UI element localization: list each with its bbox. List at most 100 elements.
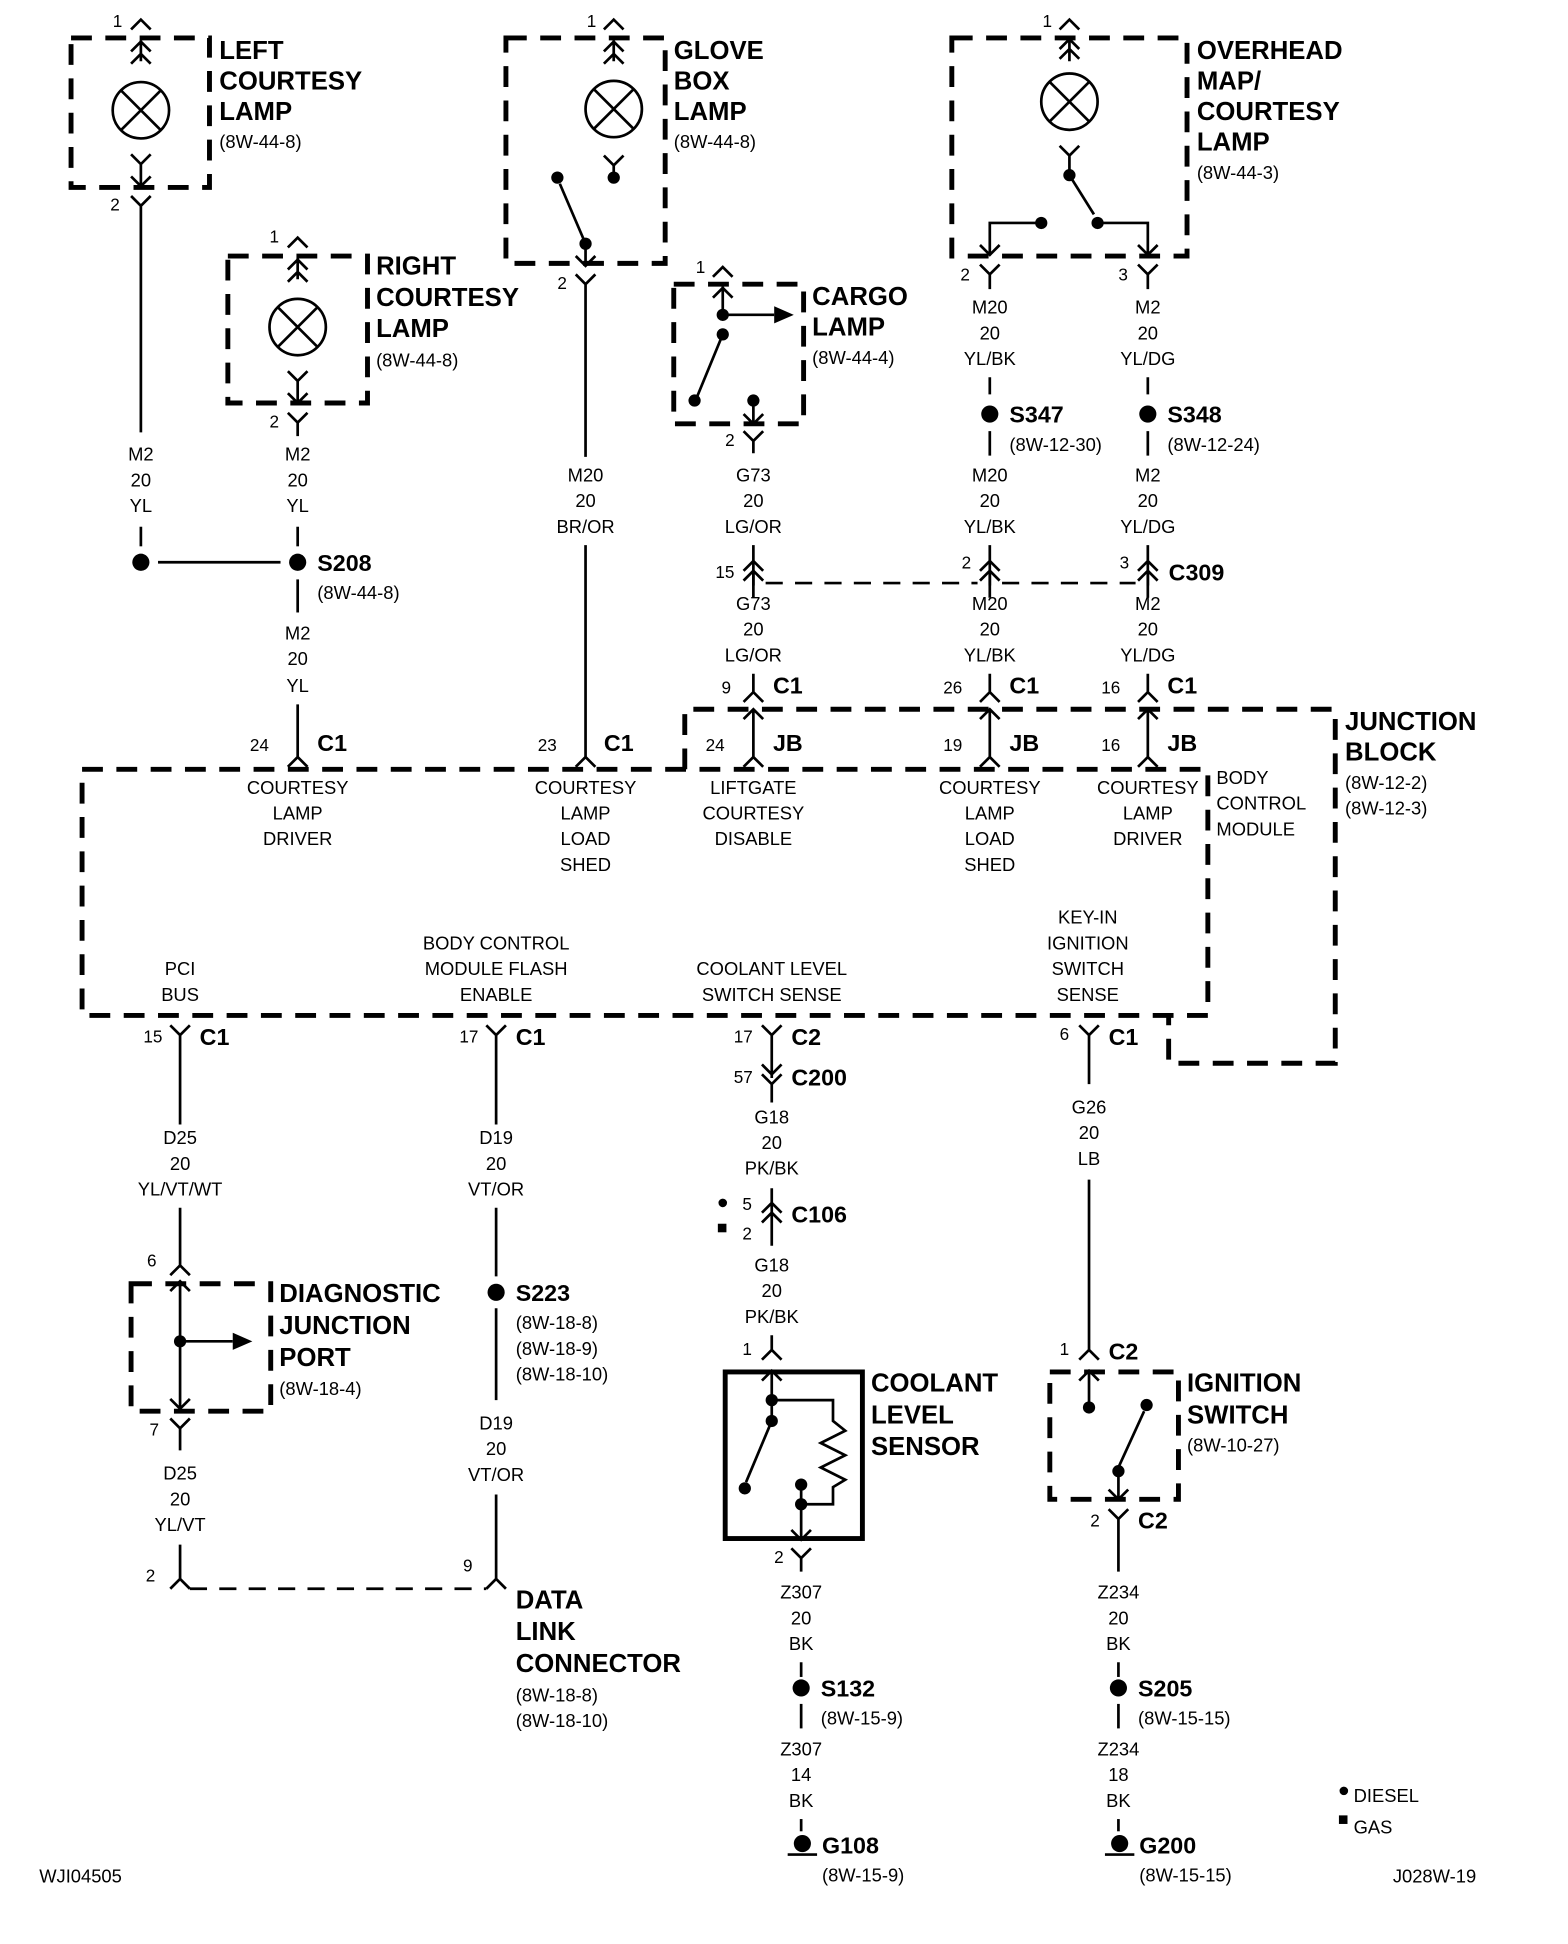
wire-label-coolant-ground: Z307 20 BK — [780, 1582, 822, 1654]
svg-text:Z307: Z307 — [780, 1738, 822, 1759]
wire — [574, 545, 597, 768]
function-key-in-sense: KEY-IN IGNITION SWITCH SENSE — [1047, 907, 1129, 1005]
function-courtesy-lamp-driver-jb: COURTESY LAMP DRIVER — [1097, 777, 1199, 849]
diesel-dot-icon — [1339, 1786, 1349, 1796]
diagnostic-port-box — [128, 1281, 274, 1414]
svg-text:20: 20 — [170, 1488, 190, 1509]
component-title: LAMP — [674, 98, 747, 126]
svg-text:20: 20 — [743, 490, 763, 511]
svg-text:ENABLE: ENABLE — [460, 984, 532, 1005]
connector-pin-icon — [711, 265, 734, 315]
ground-g108[interactable]: G108 (8W-15-9) — [787, 1832, 905, 1886]
wire-label-ignition-ground: Z234 20 BK — [1097, 1582, 1139, 1654]
pin-label: 2 — [110, 195, 120, 215]
svg-text:M20: M20 — [568, 464, 604, 485]
wire-label-flash-enable: D19 20 VT/OR — [468, 1127, 524, 1199]
svg-text:20: 20 — [980, 619, 1000, 640]
splice-dot-icon — [289, 553, 307, 571]
svg-text:LOAD: LOAD — [965, 828, 1015, 849]
left-courtesy-lamp[interactable]: 1 2 LEFT COURTESY LAMP (8W-44-8) — [68, 11, 362, 433]
svg-text:20: 20 — [1108, 1607, 1128, 1628]
svg-text:PK/BK: PK/BK — [745, 1306, 800, 1327]
splice-dot-icon — [792, 1679, 810, 1697]
page-reference: (8W-44-8) — [674, 131, 756, 152]
wire-label-djp-dlc: D25 20 YL/VT — [155, 1463, 206, 1535]
ignition-switch-box — [1047, 1369, 1181, 1502]
splice-s132[interactable]: S132 (8W-15-9) — [792, 1676, 903, 1729]
svg-text:YL/BK: YL/BK — [964, 644, 1017, 665]
pin-label: 1 — [113, 11, 123, 31]
splice-s223[interactable]: S223 (8W-18-8) (8W-18-9) (8W-18-10) — [487, 1280, 609, 1385]
pin-label: 3 — [1120, 552, 1130, 572]
component-title: BOX — [674, 67, 730, 95]
page-reference: (8W-44-3) — [1197, 162, 1279, 183]
svg-text:LAMP: LAMP — [561, 802, 611, 823]
splice-s208[interactable]: S208 (8W-44-8) — [132, 550, 400, 603]
overhead-map-courtesy-lamp[interactable]: 1 2 3 OVERHEAD MAP/ COURTESY LAMP (8W-44… — [949, 11, 1343, 290]
glove-box-lamp[interactable]: 1 2 GLOVE BOX LAMP (8W-44-8) — [503, 11, 764, 457]
right-courtesy-lamp[interactable]: 1 2 RIGHT COURTESY LAMP (8W-44-8) — [225, 227, 519, 437]
wire-label-left-lamp: M2 20 YL — [128, 444, 154, 516]
svg-text:LAMP: LAMP — [273, 802, 323, 823]
component-title: LINK — [516, 1618, 576, 1646]
pin-label: 1 — [696, 257, 706, 277]
svg-text:VT/OR: VT/OR — [468, 1464, 524, 1485]
svg-text:20: 20 — [980, 490, 1000, 511]
svg-text:14: 14 — [791, 1764, 811, 1785]
connector-id: C1 — [773, 672, 803, 698]
lamp-icon — [268, 297, 328, 357]
connector-pin-icon — [1137, 263, 1159, 290]
svg-text:SWITCH SENSE: SWITCH SENSE — [702, 984, 842, 1005]
pin-label: 2 — [557, 273, 567, 293]
connector-c309[interactable]: 15 2 3 C309 — [715, 552, 1224, 598]
contact-dot-icon — [551, 171, 564, 184]
svg-text:YL: YL — [130, 495, 152, 516]
svg-text:Z234: Z234 — [1097, 1738, 1139, 1759]
legend-label: DIESEL — [1354, 1785, 1419, 1806]
splice-s347[interactable]: S347 (8W-12-30) — [981, 402, 1102, 455]
splice-s205[interactable]: S205 (8W-15-15) — [1109, 1676, 1231, 1729]
pin-label: 7 — [149, 1420, 159, 1440]
svg-text:20: 20 — [743, 619, 763, 640]
splice-dot-icon — [132, 553, 150, 571]
component-title: JUNCTION — [1345, 708, 1476, 736]
page-reference: (8W-12-2) — [1345, 772, 1427, 793]
contact-dot-icon — [1082, 1401, 1096, 1414]
pin-label: 2 — [1090, 1510, 1100, 1530]
wire — [169, 1544, 191, 1590]
ground-id: G108 — [822, 1832, 879, 1858]
svg-text:YL/VT/WT: YL/VT/WT — [138, 1179, 223, 1200]
data-link-connector[interactable]: 2 9 DATA LINK CONNECTOR (8W-18-8) (8W-18… — [146, 1556, 682, 1732]
bcm-outline — [79, 766, 1211, 1018]
cargo-lamp[interactable]: 1 2 CARGO LAMP (8W-44-4) — [671, 257, 908, 454]
component-title: SWITCH — [1187, 1401, 1288, 1429]
page-reference: (8W-15-15) — [1139, 1865, 1232, 1886]
page-reference: (8W-15-15) — [1138, 1708, 1231, 1729]
ignition-switch[interactable]: 1 C2 2 C2 IGNITION SWITCH (8W-10-27) — [1047, 1339, 1302, 1572]
svg-text:SHED: SHED — [964, 854, 1015, 875]
page-reference: (8W-18-8) — [516, 1312, 598, 1333]
arrow-right-icon — [232, 1332, 253, 1350]
svg-text:20: 20 — [1138, 322, 1158, 343]
connector-c106[interactable]: 5 2 C106 — [717, 1188, 847, 1246]
coolant-level-sensor[interactable]: 1 2 COOLANT LEVEL SENSOR — [722, 1339, 998, 1572]
pin-label: 26 — [943, 677, 962, 697]
junction-block[interactable]: JUNCTION BLOCK (8W-12-2) (8W-12-3) — [682, 706, 1477, 1066]
splice-s348[interactable]: S348 (8W-12-24) — [1139, 402, 1260, 455]
connector-id: JB — [773, 730, 803, 756]
connector-pin-icon — [286, 370, 309, 405]
function-liftgate-courtesy-disable: LIFTGATE COURTESY DISABLE — [703, 777, 805, 849]
connector-pin-icon — [130, 17, 152, 65]
ground-g200[interactable]: G200 (8W-15-15) — [1104, 1832, 1232, 1886]
wire — [130, 195, 152, 433]
component-title: BODY — [1216, 767, 1268, 788]
body-control-module[interactable]: BODY CONTROL MODULE COURTESY LAMP DRIVER… — [79, 766, 1306, 1018]
svg-text:M20: M20 — [972, 593, 1008, 614]
pin-label: 2 — [270, 412, 280, 432]
component-title: CONNECTOR — [516, 1650, 682, 1678]
page-reference: (8W-12-24) — [1167, 434, 1260, 455]
function-courtesy-lamp-load-shed-c1: COURTESY LAMP LOAD SHED — [535, 777, 637, 875]
diagnostic-junction-port[interactable]: 6 7 DIAGNOSTIC JUNCTION PORT (8W-18-4) — [128, 1251, 441, 1451]
wire — [979, 221, 1042, 257]
